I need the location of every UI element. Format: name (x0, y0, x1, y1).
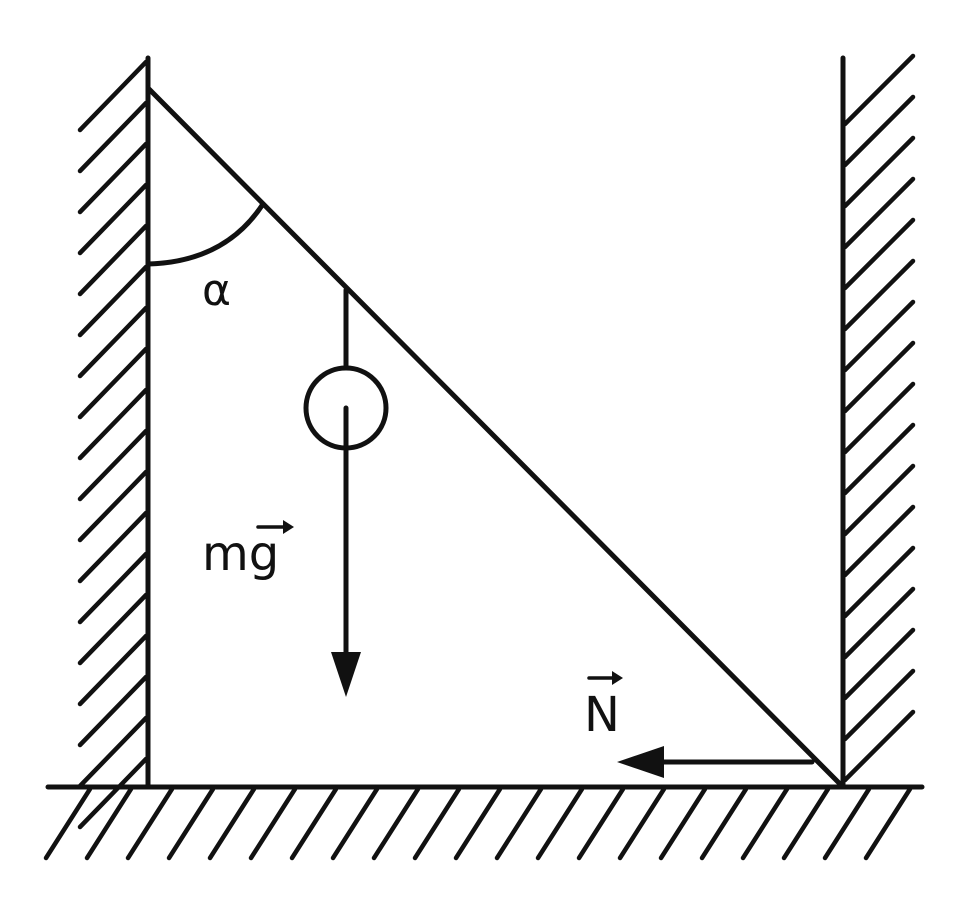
right-wall-hatch-line (842, 135, 916, 209)
floor-hatch-line (699, 786, 749, 861)
floor-hatch-line (576, 786, 626, 861)
floor-hatch-line (371, 786, 421, 861)
right-wall-hatch-line (842, 381, 916, 455)
left-wall-hatch-line (77, 264, 149, 338)
angle-arc (145, 201, 266, 267)
left-wall-hatch-line (77, 223, 149, 297)
normal-vector-arrow (587, 671, 623, 685)
left-wall-hatch-line (77, 756, 149, 830)
angle-label: α (202, 265, 231, 316)
floor-hatching (43, 786, 913, 861)
right-wall-hatch-line (842, 668, 916, 742)
right-wall-hatch-line (842, 504, 916, 578)
left-wall-hatch-line (77, 59, 149, 133)
gravity-label: mg (202, 526, 279, 582)
floor-hatch-line (125, 786, 175, 861)
gravity-arrow-head (331, 652, 361, 697)
floor-hatch-line (289, 786, 339, 861)
floor-hatch-line (781, 786, 831, 861)
left-wall-hatch-line (77, 674, 149, 748)
floor-hatch-line (535, 786, 585, 861)
floor-hatch-line (740, 786, 790, 861)
left-wall-hatch-line (77, 141, 149, 215)
left-wall-hatch-line (77, 100, 149, 174)
floor-hatch-line (658, 786, 708, 861)
floor-hatch-line (412, 786, 462, 861)
right-wall-hatch-line (842, 258, 916, 332)
right-wall-hatch-line (842, 709, 916, 783)
normal-label: N (584, 687, 620, 743)
left-wall-hatch-line (77, 551, 149, 625)
floor-hatch-line (207, 786, 257, 861)
right-wall-hatch-line (842, 53, 916, 127)
floor-hatch-line (330, 786, 380, 861)
left-wall-hatch-line (77, 469, 149, 543)
normal-arrow-head (617, 746, 664, 778)
rod-line (145, 85, 846, 790)
left-wall-hatch-line (77, 387, 149, 461)
right-wall-hatch-line (842, 94, 916, 168)
right-wall-hatch-line (842, 340, 916, 414)
floor-hatch-line (166, 786, 216, 861)
gravity-vector-arrow (256, 520, 294, 534)
right-wall-hatch-line (842, 545, 916, 619)
right-wall-hatch-line (842, 422, 916, 496)
left-wall-hatch-line (77, 305, 149, 379)
floor-hatch-line (822, 786, 872, 861)
floor-hatch-line (617, 786, 667, 861)
left-wall-hatch-line (77, 715, 149, 789)
right-wall-hatch-line (842, 176, 916, 250)
floor-hatch-line (43, 786, 93, 861)
left-wall-hatch-line (77, 633, 149, 707)
left-wall-hatching (77, 59, 149, 830)
left-wall-hatch-line (77, 428, 149, 502)
right-wall-hatch-line (842, 586, 916, 660)
right-wall-hatch-line (842, 299, 916, 373)
left-wall-hatch-line (77, 182, 149, 256)
left-wall-hatch-line (77, 592, 149, 666)
right-wall-hatch-line (842, 463, 916, 537)
floor-hatch-line (863, 786, 913, 861)
floor-hatch-line (248, 786, 298, 861)
right-wall-hatch-line (842, 217, 916, 291)
floor-hatch-line (494, 786, 544, 861)
right-wall-hatch-line (842, 627, 916, 701)
right-wall-hatching (842, 53, 916, 783)
floor-hatch-line (84, 786, 134, 861)
left-wall-hatch-line (77, 346, 149, 420)
floor-hatch-line (453, 786, 503, 861)
left-wall-hatch-line (77, 510, 149, 584)
